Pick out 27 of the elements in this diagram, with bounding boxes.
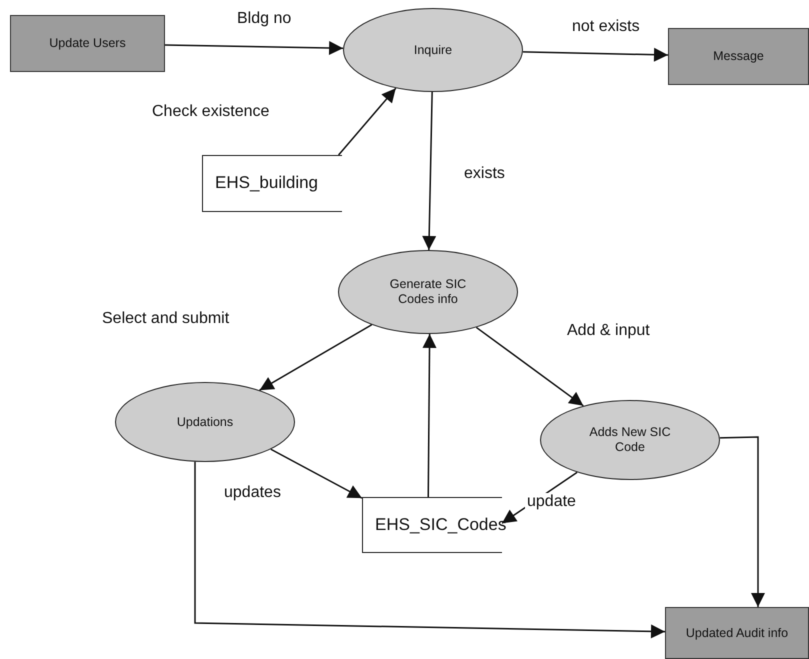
node-label: EHS_SIC_Codes — [375, 514, 505, 536]
arrow — [270, 448, 362, 499]
arrow — [422, 92, 436, 250]
arrow — [164, 41, 344, 56]
node-label: Update Users — [49, 36, 126, 51]
external-entity-box — [10, 15, 165, 72]
edge-label: updates — [222, 484, 283, 502]
node-label: Updations — [176, 414, 234, 430]
arrow — [259, 324, 372, 391]
edge-label: Add & input — [565, 322, 652, 340]
node-label: Updated Audit info — [686, 626, 788, 640]
external-entity-box — [668, 28, 809, 85]
arrow — [338, 88, 396, 156]
external-entity-box — [665, 607, 809, 659]
arrow — [194, 462, 666, 638]
node-label: Adds New SIC Code — [588, 425, 672, 455]
arrow — [522, 48, 668, 62]
arrow — [422, 334, 437, 497]
edge-label: Bldg no — [235, 10, 294, 28]
node-label: Message — [713, 49, 764, 64]
node-label: Generate SIC Codes info — [388, 277, 468, 307]
arrow — [720, 436, 765, 607]
node-label: Inquire — [414, 42, 452, 58]
data-store — [202, 155, 342, 212]
arrow — [476, 326, 584, 406]
edge-label: update — [525, 493, 578, 511]
node-label: EHS_building — [215, 173, 318, 194]
